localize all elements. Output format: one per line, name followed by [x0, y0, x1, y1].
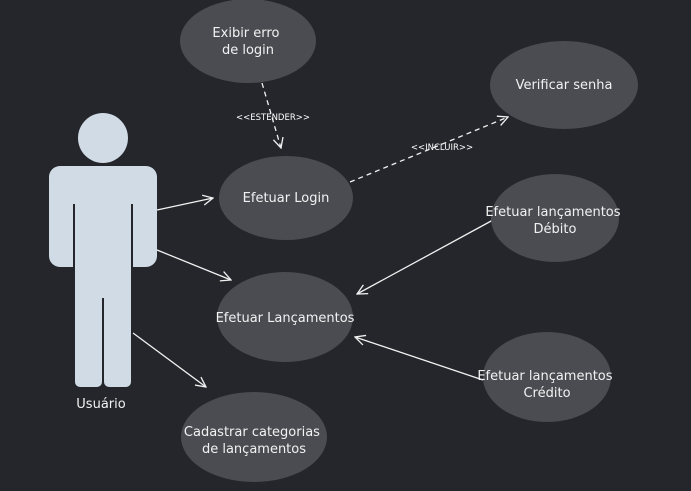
credito-generalization-line — [355, 337, 484, 381]
actor-label: Usuário — [76, 397, 125, 412]
actor-right-leg — [104, 280, 131, 387]
usecase-ellipse — [491, 174, 619, 262]
debito-generalization-line — [357, 219, 494, 294]
actor-usuario[interactable] — [49, 113, 157, 388]
usecase-ellipse — [217, 272, 353, 362]
actor-to-lancamentos-association — [156, 249, 231, 280]
usecase-ellipse — [219, 156, 353, 240]
usecase-verificar-senha[interactable]: Verificar senha — [490, 41, 638, 129]
actor-to-login-association — [156, 198, 213, 211]
extend-dependency-line — [261, 82, 281, 148]
include-stereotype-label: <<INCLUIR>> — [411, 143, 473, 153]
usecase-efetuar-login[interactable]: Efetuar Login — [219, 156, 353, 240]
usecase-label: Cadastrar categorias de lançamentos — [184, 425, 324, 457]
usecase-label: Efetuar Login — [243, 191, 330, 206]
connectors — [132, 82, 508, 387]
usecase-label: Efetuar lançamentos Débito — [485, 205, 624, 237]
usecase-label: Efetuar Lançamentos — [216, 311, 355, 326]
usecase-ellipse — [490, 41, 638, 129]
usecase-ellipse — [483, 332, 611, 422]
usecase-efetuar-lancamentos[interactable]: Efetuar Lançamentos — [216, 272, 355, 362]
usecase-label: Efetuar lançamentos Crédito — [477, 369, 616, 401]
usecase-label: Verificar senha — [516, 78, 613, 93]
usecase-exibir-erro-login[interactable]: Exibir erro de login — [180, 0, 316, 83]
usecase-ellipse — [181, 392, 327, 482]
include-dependency-line — [349, 117, 508, 183]
actor-to-categorias-association — [132, 332, 206, 387]
actor-head — [78, 113, 128, 163]
usecase-label: Exibir erro de login — [212, 26, 283, 58]
usecase-lancamentos-credito[interactable]: Efetuar lançamentos Crédito — [477, 332, 616, 422]
usecase-ellipse — [180, 0, 316, 83]
extend-stereotype-label: <<ESTENDER>> — [236, 113, 310, 123]
usecase-lancamentos-debito[interactable]: Efetuar lançamentos Débito — [485, 174, 624, 262]
usecase-cadastrar-categorias[interactable]: Cadastrar categorias de lançamentos — [181, 392, 327, 482]
actor-left-leg — [75, 280, 102, 387]
